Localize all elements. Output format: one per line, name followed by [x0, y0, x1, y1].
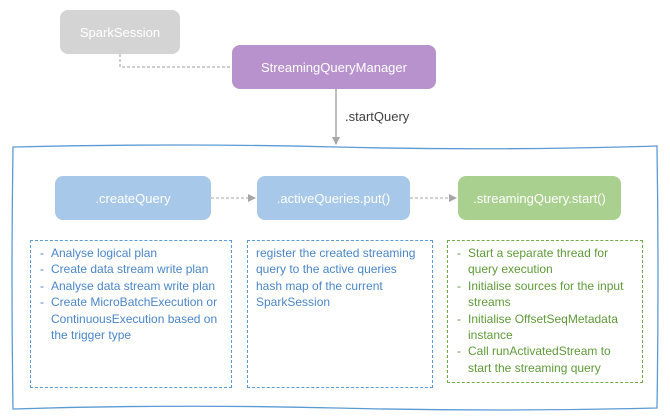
- note-list-item: Call runActivatedStream to start the str…: [456, 343, 636, 376]
- pipeline-container: [11, 144, 659, 411]
- note-list-item: Analyse data stream write plan: [39, 278, 225, 295]
- note-list-item: Initialise OffsetSeqMetadata instance: [456, 311, 636, 344]
- create-query-node: .createQuery: [55, 176, 211, 220]
- streaming-query-start-label: .streamingQuery.start(): [473, 190, 606, 206]
- note-list-item: Create MicroBatchExecution or Continuous…: [39, 294, 225, 343]
- note-list-item: Create data stream write plan: [39, 261, 225, 278]
- note-list-item: Analyse logical plan: [39, 245, 225, 262]
- create-query-label: .createQuery: [95, 190, 171, 206]
- streaming-query-manager-node: StreamingQueryManager: [232, 45, 436, 89]
- note-list-item: Start a separate thread for query execut…: [456, 245, 636, 278]
- streaming-query-start-node: .streamingQuery.start(): [458, 176, 621, 220]
- create-query-note: Analyse logical plan Create data stream …: [30, 240, 232, 388]
- spark-session-label: SparkSession: [79, 24, 161, 40]
- active-queries-put-label: .activeQueries.put(): [276, 190, 391, 206]
- session-manager-link: [119, 54, 232, 68]
- active-queries-note: register the created streaming query to …: [247, 240, 433, 388]
- spark-session-node: SparkSession: [60, 10, 180, 54]
- streaming-query-start-note: Start a separate thread for query execut…: [447, 240, 643, 383]
- start-query-label: .startQuery: [345, 109, 410, 124]
- note-list-item: Initialise sources for the input streams: [456, 278, 636, 311]
- active-queries-note-text: register the created streaming query to …: [256, 246, 416, 310]
- active-queries-put-node: .activeQueries.put(): [257, 176, 410, 220]
- streaming-query-manager-label: StreamingQueryManager: [261, 59, 407, 75]
